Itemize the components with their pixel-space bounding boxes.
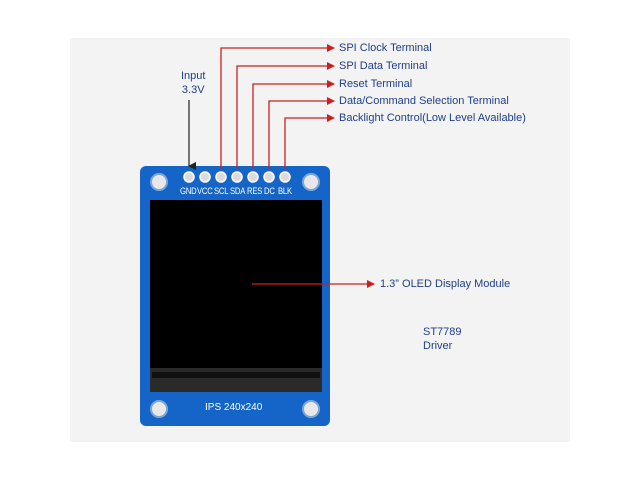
pin-pad-vcc [200,172,210,182]
board-footer-label: IPS 240x240 [205,403,262,413]
driver-label: ST7789 Driver [423,327,462,352]
pin-label-dc: DC [264,187,275,196]
pin-pad-gnd [184,172,194,182]
spi-clock-label: SPI Clock Terminal [339,43,432,54]
input-label-line1: Input [181,71,205,82]
pin-label-gnd: GND [180,187,196,196]
driver-label-line1: ST7789 [423,327,462,338]
flex-cable [150,368,322,392]
pin-pad-res [248,172,258,182]
pin-pad-scl [216,172,226,182]
pin-pad-blk [280,172,290,182]
mounting-hole-bottom-left [151,401,167,417]
mounting-hole-bottom-right [303,401,319,417]
backlight-label: Backlight Control(Low Level Available) [339,113,526,124]
pin-label-blk: BLK [278,187,292,196]
pin-pad-sda [232,172,242,182]
mounting-hole-top-right [303,174,319,190]
dc-select-label: Data/Command Selection Terminal [339,96,509,107]
flex-cable-strip [152,372,320,378]
display-module-label: 1.3” OLED Display Module [380,279,510,290]
reset-label: Reset Terminal [339,79,412,90]
input-label-line2: 3.3V [181,85,205,96]
spi-data-label: SPI Data Terminal [339,61,427,72]
pin-label-vcc: VCC [197,187,213,196]
pin-pad-dc [264,172,274,182]
input-label: Input 3.3V [181,71,205,96]
pin-label-res: RES [247,187,262,196]
pin-label-scl: SCL [214,187,228,196]
driver-label-line2: Driver [423,341,462,352]
pin-label-sda: SDA [230,187,245,196]
mounting-hole-top-left [151,174,167,190]
